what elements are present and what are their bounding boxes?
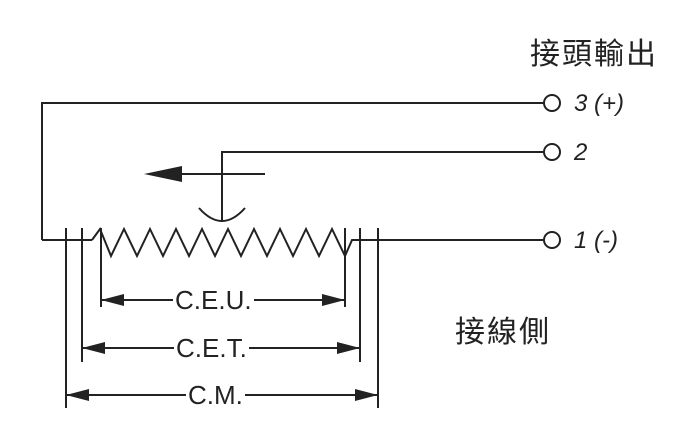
ceu-label: C.E.U. <box>173 285 254 315</box>
wiper-arrowhead <box>144 166 182 182</box>
terminal-2-label: 2 <box>574 139 588 166</box>
ceu-arrow-right <box>322 294 345 306</box>
cet-arrow-left <box>82 342 105 354</box>
cm-arrow-right <box>355 389 378 401</box>
terminal-2-circle <box>543 143 561 161</box>
wiring-side-label: 接線側 <box>455 316 551 349</box>
cet-arrow-right <box>337 342 360 354</box>
terminal-3-circle <box>543 94 561 112</box>
terminal-3-label: 3 (+) <box>574 90 625 117</box>
terminal-1-circle <box>543 231 561 249</box>
output-heading: 接頭輸出 <box>530 38 658 71</box>
terminal-1-label: 1 (-) <box>574 227 618 254</box>
ceu-arrow-left <box>101 294 124 306</box>
resistor-zigzag <box>91 226 358 259</box>
wire-terminal-2 <box>221 151 544 222</box>
cm-label: C.M. <box>186 380 245 410</box>
cet-label: C.E.T. <box>174 333 249 363</box>
cm-arrow-left <box>66 389 89 401</box>
wire-terminal-3 <box>41 102 544 240</box>
wiper-arc <box>198 207 246 222</box>
